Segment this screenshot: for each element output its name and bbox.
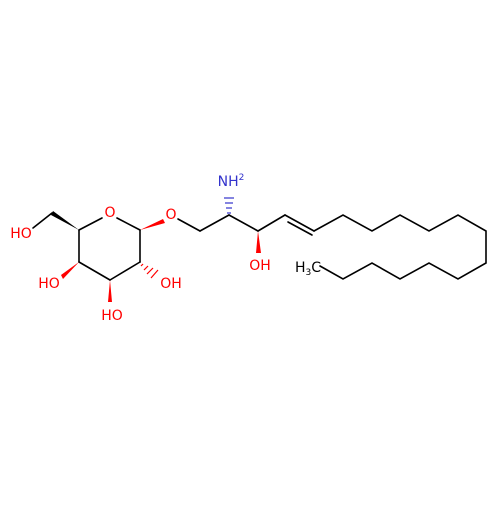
hash-c2-oh bbox=[140, 263, 159, 279]
hydroxyl-c3-label: HO bbox=[101, 308, 123, 324]
ring-oxygen-label: O bbox=[104, 205, 115, 221]
bond-c4s-c5s-double bbox=[287, 221, 313, 236]
wedge-c4-oh bbox=[61, 262, 79, 279]
bond-c5-o5 bbox=[78, 217, 103, 231]
wedge-c3-oh bbox=[108, 280, 112, 302]
sphingo-hydroxyl-label: OH bbox=[249, 258, 271, 274]
methyl-label: H3C bbox=[295, 260, 321, 278]
alkyl-chain-upper bbox=[313, 214, 487, 280]
bond-c3-c4 bbox=[78, 261, 111, 281]
wedge-c1-o1 bbox=[140, 219, 165, 230]
bond-c2s-c3s bbox=[228, 214, 259, 232]
bond-o1-ch2 bbox=[177, 218, 201, 232]
bond-ch2-c2s bbox=[199, 214, 230, 232]
bond-c2-c3 bbox=[109, 261, 141, 281]
bond-c4s-c5s bbox=[284, 214, 315, 232]
amino-label: NH2 bbox=[218, 173, 245, 191]
wedge-c5-c6 bbox=[51, 211, 79, 230]
bond-c3s-c4s bbox=[257, 214, 286, 232]
bond-c6-o6 bbox=[32, 212, 53, 229]
glycosidic-oxygen-label: O bbox=[165, 207, 176, 223]
hydroxymethyl-label: HO bbox=[10, 226, 32, 242]
hash-c2s-nh2 bbox=[224, 197, 234, 214]
wedge-c3s-oh bbox=[256, 231, 261, 253]
hydroxyl-c2-label: OH bbox=[160, 276, 182, 292]
hydroxyl-c4-label: HO bbox=[38, 276, 60, 292]
bond-o5-c1 bbox=[116, 217, 141, 231]
